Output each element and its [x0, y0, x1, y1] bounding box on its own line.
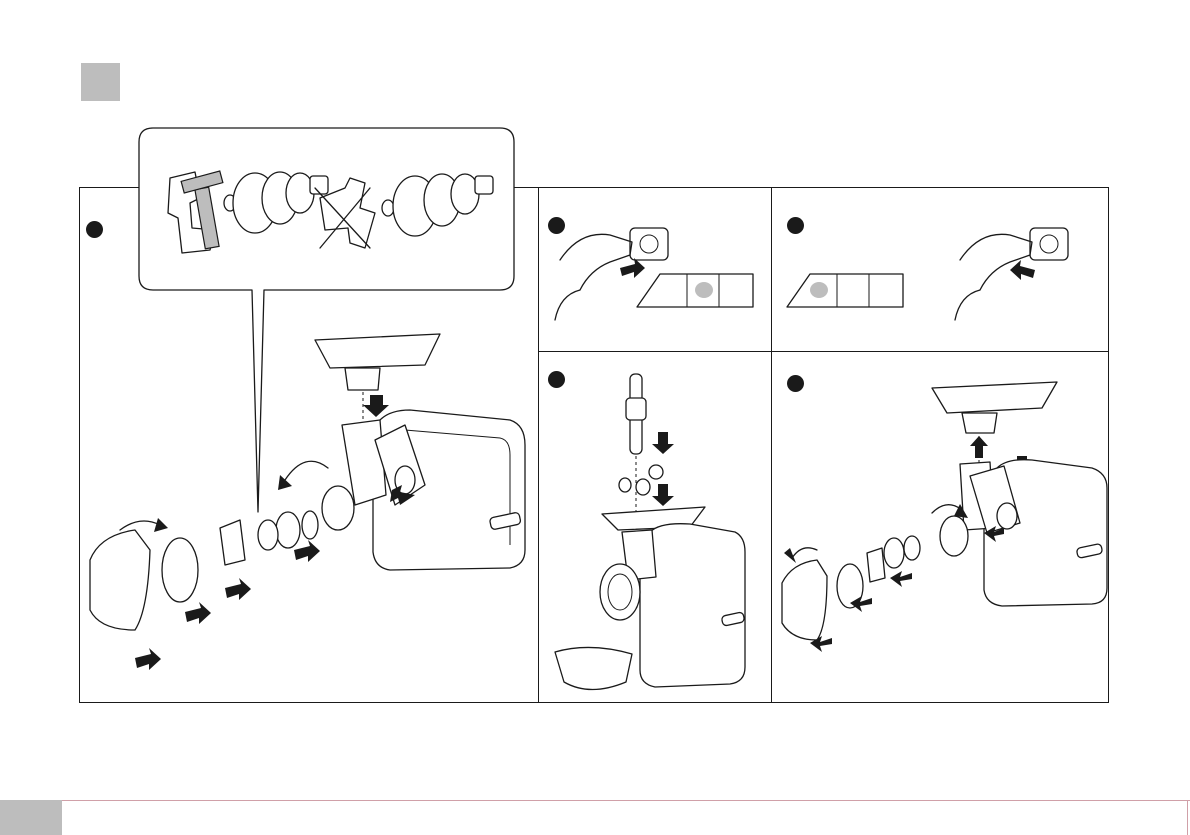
unplug-icon	[940, 200, 1100, 330]
footer-rule	[62, 800, 1190, 801]
disassembly-illustration	[772, 358, 1112, 698]
switch-panel-icon	[635, 272, 765, 312]
grinder-assembly-illustration	[80, 320, 540, 700]
meat-grinder-icon	[540, 352, 770, 702]
footer-rule-right	[1187, 800, 1188, 835]
footer-page-tab	[0, 800, 62, 835]
knife-incorrect-icon	[310, 158, 510, 268]
switch-panel-icon	[785, 272, 915, 312]
